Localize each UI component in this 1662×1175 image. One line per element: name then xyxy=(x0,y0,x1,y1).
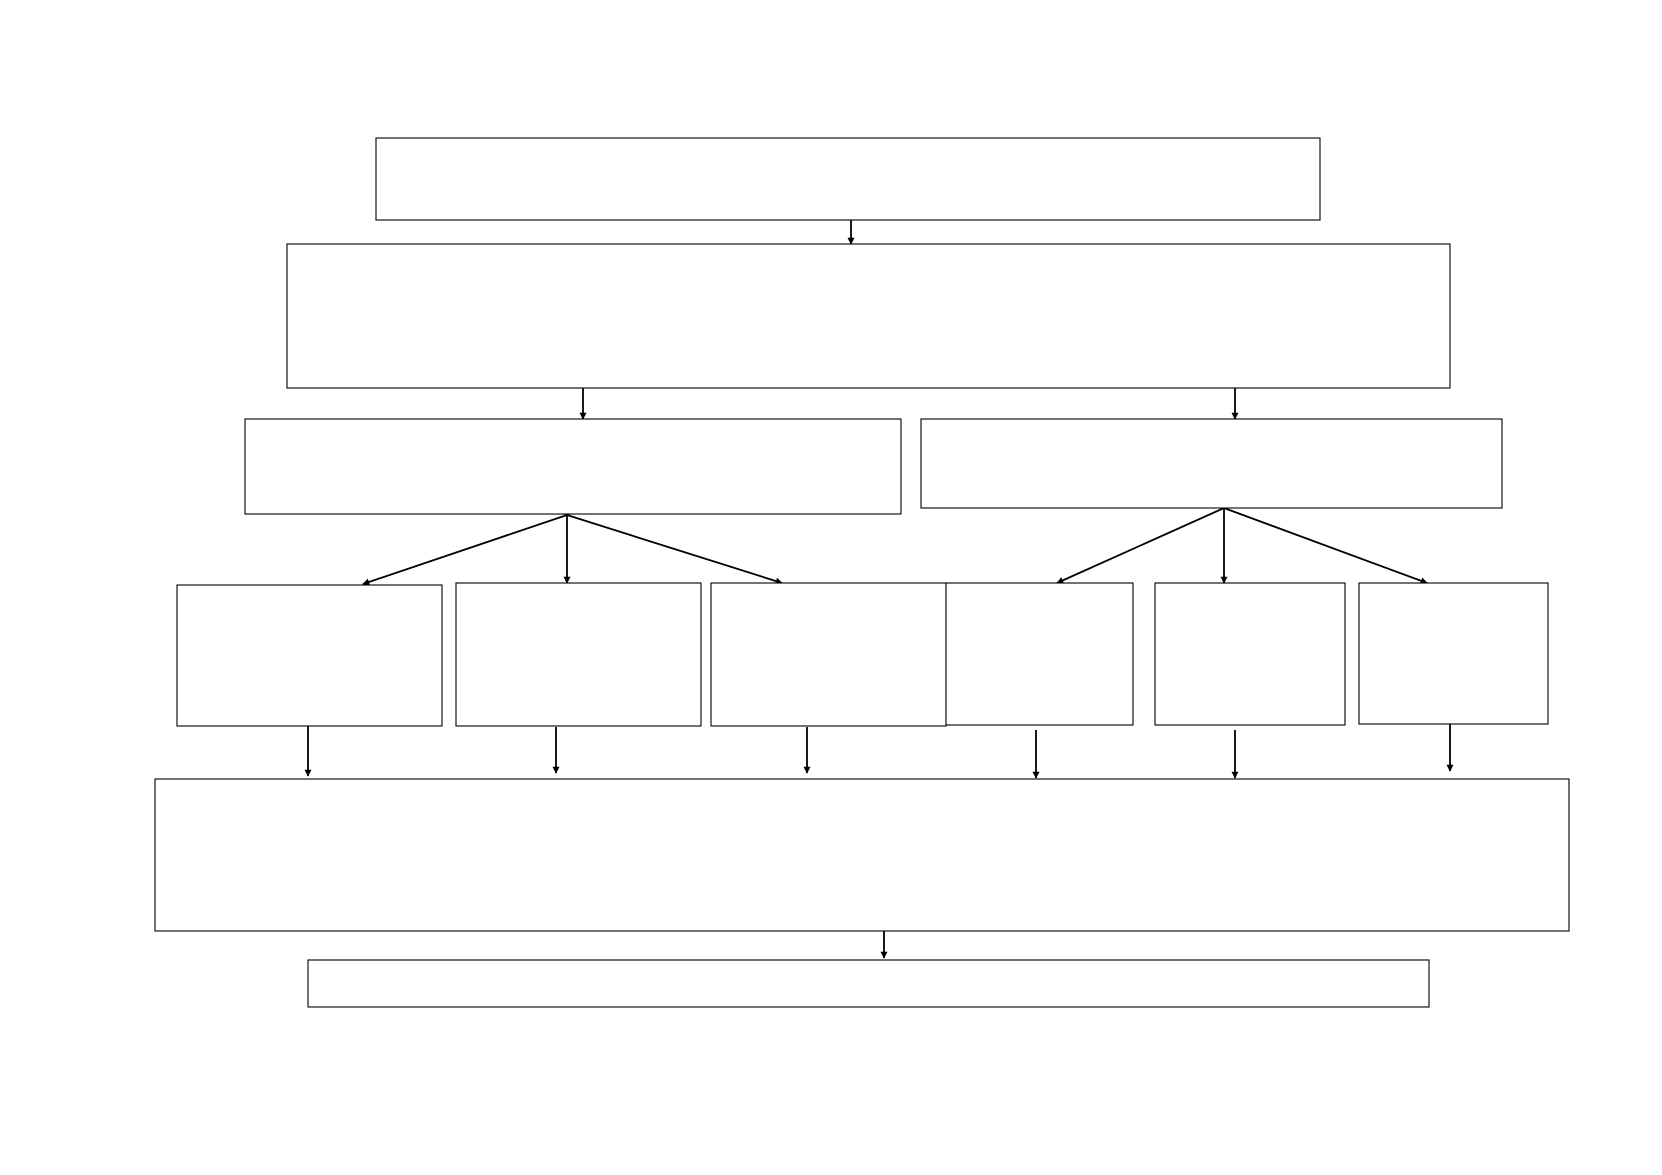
arrow-left-branch-to-leaf-1 xyxy=(362,514,568,586)
box-top-frame xyxy=(375,137,1321,221)
edges-layer xyxy=(304,220,1454,959)
box-merge-frame xyxy=(154,778,1570,932)
box-second xyxy=(286,243,1451,389)
box-bottom xyxy=(307,959,1430,1008)
arrow-right-branch-to-leaf-4 xyxy=(1056,507,1225,584)
nodes-layer xyxy=(154,137,1570,1008)
box-leaf-4-frame xyxy=(945,582,1134,726)
box-leaf-1-frame xyxy=(176,584,443,727)
box-leaf-3 xyxy=(710,582,947,727)
box-leaf-1 xyxy=(176,584,443,727)
box-right-branch-frame xyxy=(920,418,1503,509)
box-leaf-3-frame xyxy=(710,582,947,727)
box-merge xyxy=(154,778,1570,932)
box-leaf-2 xyxy=(455,582,702,727)
box-leaf-6-frame xyxy=(1358,582,1549,725)
box-leaf-5-frame xyxy=(1154,582,1346,726)
arrow-left-branch-to-leaf-3 xyxy=(566,514,783,585)
box-left-branch xyxy=(244,418,902,515)
box-leaf-5 xyxy=(1154,582,1346,726)
box-leaf-4 xyxy=(945,582,1134,726)
box-left-branch-frame xyxy=(244,418,902,515)
box-second-frame xyxy=(286,243,1451,389)
box-top xyxy=(375,137,1321,221)
arrow-right-branch-to-leaf-6 xyxy=(1223,507,1428,585)
box-bottom-frame xyxy=(307,959,1430,1008)
box-leaf-2-frame xyxy=(455,582,702,727)
box-leaf-6 xyxy=(1358,582,1549,725)
box-right-branch xyxy=(920,418,1503,509)
